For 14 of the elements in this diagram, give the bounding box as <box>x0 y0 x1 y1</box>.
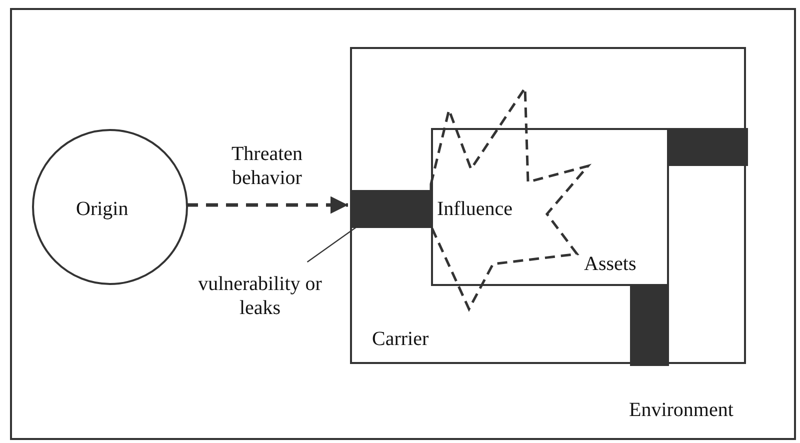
node-label: Carrier <box>372 327 429 351</box>
outline-box <box>431 128 669 286</box>
vulnerability-bar <box>352 190 431 228</box>
node-label: vulnerability or leaks <box>197 272 323 320</box>
node-label: Assets <box>584 252 636 276</box>
vulnerability-bar <box>669 128 748 166</box>
node-label: Environment <box>629 398 734 422</box>
node-label: Origin <box>76 197 128 221</box>
arrow <box>186 196 348 214</box>
node-label: Influence <box>437 197 513 221</box>
outline-box <box>350 47 746 364</box>
vulnerability-bar <box>630 286 669 366</box>
origin-circle <box>32 129 188 285</box>
environment-box <box>10 8 796 440</box>
